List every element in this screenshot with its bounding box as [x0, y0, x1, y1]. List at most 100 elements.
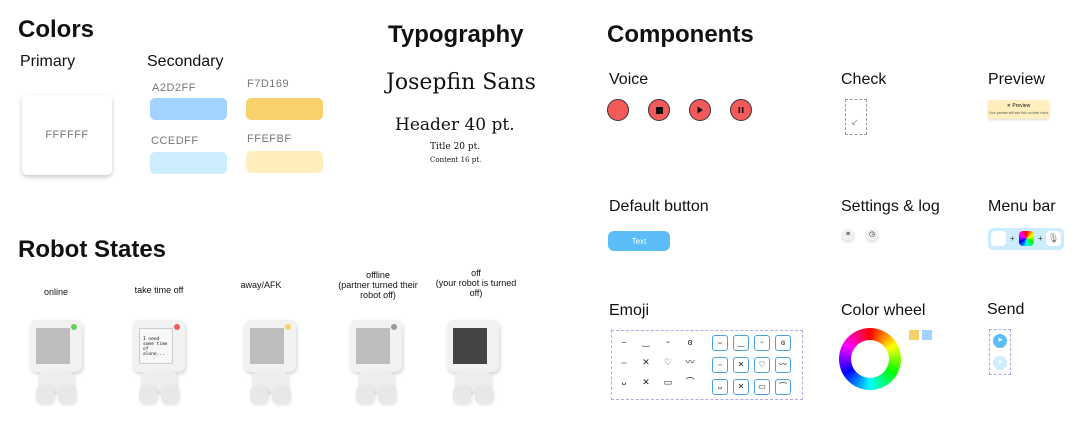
- emoji-kiss-icon[interactable]: ɞ: [687, 337, 693, 347]
- pause-icon: [738, 107, 744, 113]
- emoji-neutral-icon[interactable]: ᴗ: [621, 377, 627, 387]
- robot-states-title: Robot States: [18, 236, 167, 263]
- send-buttons: ➤ ➤: [989, 329, 1011, 375]
- robot-offline: [350, 320, 410, 415]
- emoji-frown-icon[interactable]: ⌒: [685, 377, 695, 387]
- state-label-away: away/AFK: [240, 280, 282, 290]
- secondary-swatch-1: [150, 98, 227, 120]
- stop-icon: [655, 106, 663, 114]
- emoji-cry-icon[interactable]: 〰: [775, 357, 791, 373]
- color-wheel-label: Color wheel: [841, 302, 926, 319]
- preview-card-title: Preview: [1012, 103, 1031, 109]
- emoji-heart-eyes-icon[interactable]: ♡: [663, 357, 673, 367]
- content-sample: Content 16 pt.: [430, 156, 482, 164]
- secondary-hex-1: A2D2FF: [152, 82, 196, 94]
- color-wheel-icon[interactable]: [1019, 231, 1034, 246]
- color-swatch-blue[interactable]: [922, 330, 932, 340]
- robot-face-icon[interactable]: [991, 231, 1006, 246]
- play-button[interactable]: [689, 99, 711, 121]
- secondary-swatch-3: [150, 152, 227, 174]
- emoji-grid-plain: ⌣ ‿ ᵕ ɞ ⌢ ✕ ♡ 〰 ᴗ ✕ ▭ ⌒: [615, 334, 703, 390]
- secondary-hex-3: CCEDFF: [151, 135, 199, 147]
- preview-label: Preview: [988, 71, 1045, 88]
- history-icon[interactable]: ◷: [866, 229, 878, 241]
- secondary-label: Secondary: [147, 53, 224, 70]
- emoji-tongue-icon[interactable]: ᵕ: [666, 337, 670, 347]
- colors-title: Colors: [18, 16, 95, 43]
- emoji-dizzy-icon[interactable]: ✕: [733, 379, 749, 395]
- menu-bar: + + 🎙: [988, 228, 1064, 250]
- emoji-heart-eyes-icon[interactable]: ♡: [754, 357, 770, 373]
- robot-off: [447, 320, 507, 415]
- check-box[interactable]: ↙: [845, 99, 867, 135]
- emoji-grin-icon[interactable]: ▭: [663, 377, 673, 387]
- robot-time-off: I need some time of alone...: [133, 320, 193, 415]
- status-led: [174, 324, 180, 330]
- secondary-swatch-4: [246, 151, 323, 173]
- emoji-angry-icon[interactable]: ✕: [733, 357, 749, 373]
- check-arrow-icon: ↙: [851, 117, 859, 127]
- send-icon[interactable]: ➤: [993, 334, 1007, 348]
- state-label-off: off (your robot is turned off): [435, 268, 517, 298]
- title-sample: Title 20 pt.: [430, 142, 481, 152]
- status-led: [285, 324, 291, 330]
- settings-menu-icon[interactable]: ≡: [842, 229, 854, 241]
- robot-screen-message: I need some time of alone...: [139, 328, 173, 364]
- font-name: Josepfin Sans: [386, 70, 536, 95]
- robot-away: [244, 320, 304, 415]
- state-label-offline: offline (partner turned their robot off): [338, 270, 418, 300]
- voice-controls: [607, 99, 752, 121]
- emoji-kiss-icon[interactable]: ɞ: [775, 335, 791, 351]
- secondary-hex-2: F7D169: [247, 78, 290, 90]
- emoji-cry-icon[interactable]: 〰: [685, 357, 695, 367]
- color-wheel[interactable]: [839, 328, 901, 390]
- stop-button[interactable]: [648, 99, 670, 121]
- check-label: Check: [841, 71, 887, 88]
- default-button[interactable]: Text: [608, 231, 670, 251]
- emoji-frown-icon[interactable]: ⌒: [775, 379, 791, 395]
- status-led: [391, 324, 397, 330]
- components-title: Components: [607, 21, 754, 48]
- secondary-swatch-2: [246, 98, 323, 120]
- emoji-dizzy-icon[interactable]: ✕: [642, 377, 650, 387]
- emoji-happy-icon[interactable]: ⌣: [712, 335, 728, 351]
- primary-hex: FFFFFF: [45, 129, 89, 141]
- primary-swatch: FFFFFF: [22, 95, 112, 175]
- color-swatch-yellow[interactable]: [909, 330, 919, 340]
- emoji-angry-icon[interactable]: ✕: [642, 357, 650, 367]
- close-icon[interactable]: ✕: [1006, 103, 1011, 109]
- emoji-grin-icon[interactable]: ▭: [754, 379, 770, 395]
- secondary-hex-4: FFEFBF: [247, 133, 292, 145]
- default-button-label: Default button: [609, 198, 709, 215]
- state-label-online: online: [43, 287, 69, 297]
- emoji-wink-icon[interactable]: ‿: [642, 337, 650, 347]
- typography-title: Typography: [388, 21, 524, 48]
- preview-card-text: Your partner will see this on their robo…: [988, 111, 1049, 115]
- emoji-sad-icon[interactable]: ⌢: [712, 357, 728, 373]
- menu-bar-label: Menu bar: [988, 198, 1056, 215]
- microphone-icon[interactable]: 🎙: [1046, 231, 1061, 246]
- record-button[interactable]: [607, 99, 629, 121]
- pause-button[interactable]: [730, 99, 752, 121]
- plus-icon: +: [1038, 234, 1043, 243]
- emoji-happy-icon[interactable]: ⌣: [621, 337, 627, 347]
- status-led: [71, 324, 77, 330]
- robot-online: [30, 320, 90, 415]
- emoji-label: Emoji: [609, 302, 650, 319]
- header-sample: Header 40 pt.: [395, 115, 515, 135]
- play-icon: [697, 106, 703, 114]
- settings-log-label: Settings & log: [841, 198, 940, 215]
- state-label-time-off: take time off: [134, 285, 184, 295]
- emoji-sad-icon[interactable]: ⌢: [621, 357, 627, 367]
- voice-label: Voice: [609, 71, 649, 88]
- primary-label: Primary: [20, 53, 76, 70]
- send-disabled-icon[interactable]: ➤: [993, 356, 1007, 370]
- send-label: Send: [987, 301, 1025, 318]
- emoji-tongue-icon[interactable]: ᵕ: [754, 335, 770, 351]
- preview-card: ✕ Preview Your partner will see this on …: [988, 100, 1049, 119]
- emoji-wink-icon[interactable]: ‿: [733, 335, 749, 351]
- plus-icon: +: [1010, 234, 1015, 243]
- emoji-neutral-icon[interactable]: ᴗ: [712, 379, 728, 395]
